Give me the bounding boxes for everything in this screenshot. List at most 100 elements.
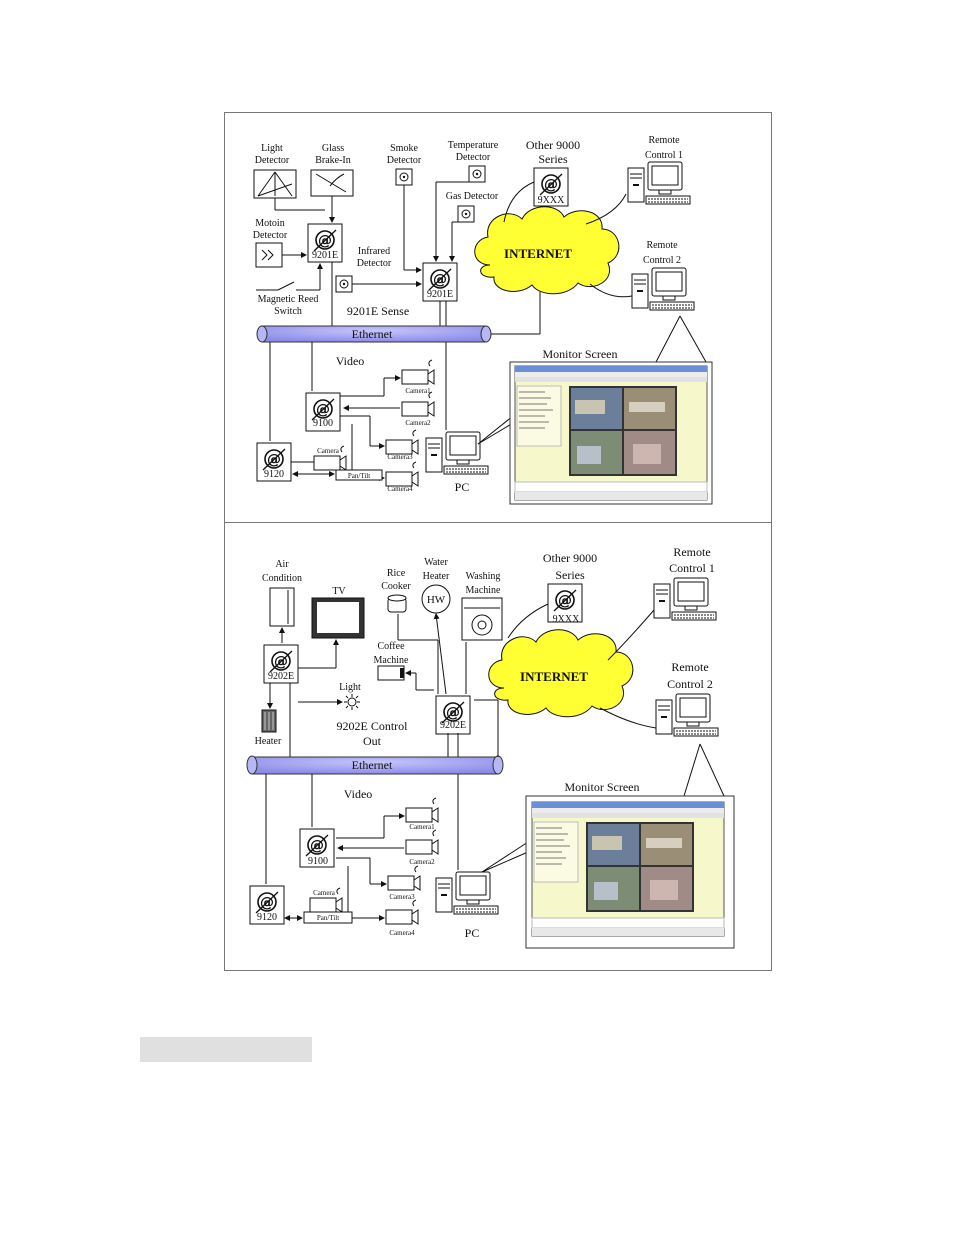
- bottom-diagram: Air Condition TV Rice Cooker Water Heate…: [246, 545, 735, 949]
- water-heater-hw-label: HW: [427, 594, 446, 606]
- svg-text:Switch: Switch: [274, 306, 302, 317]
- camera3-icon-bottom: [387, 865, 421, 891]
- heater-icon: [261, 709, 277, 733]
- ethernet-label-top: Ethernet: [352, 327, 393, 341]
- rice-cooker-icon: [387, 594, 407, 613]
- pan-tilt-label-top: Pan/Tilt: [348, 472, 370, 480]
- svg-text:Brake-In: Brake-In: [315, 155, 351, 166]
- glass-brake-in-label: Glass: [322, 143, 344, 154]
- svg-text:Control 1: Control 1: [669, 561, 715, 575]
- pc-computer-icon-bottom: [435, 871, 499, 915]
- motion-detector-icon: [255, 242, 283, 268]
- temperature-detector-icon: [468, 165, 486, 183]
- infrared-detector-icon: [335, 275, 353, 293]
- light-label: Light: [339, 682, 361, 693]
- monitor-screenshot-bottom: [531, 801, 725, 937]
- remote-control-1-computer-icon-bottom: [653, 577, 717, 621]
- tv-label: TV: [332, 586, 346, 597]
- svg-text:Detector: Detector: [456, 152, 491, 163]
- washing-machine-label: Washing: [466, 571, 501, 582]
- device-9100-label: 9100: [313, 418, 333, 429]
- svg-text:Camera4: Camera4: [387, 485, 413, 493]
- svg-text:Camera3: Camera3: [389, 893, 415, 901]
- device-9120-label: 9120: [264, 469, 284, 480]
- svg-text:Detector: Detector: [357, 258, 392, 269]
- internet-label: INTERNET: [504, 246, 572, 261]
- svg-text:Condition: Condition: [262, 573, 302, 584]
- remote-control-1-label-bottom: Remote: [673, 545, 710, 559]
- camera2-icon-top: [401, 391, 435, 417]
- pc-label-bottom: PC: [465, 926, 480, 940]
- video-label-top: Video: [336, 354, 365, 368]
- svg-text:Machine: Machine: [374, 655, 410, 666]
- video-links-bottom: [265, 774, 405, 921]
- glass-break-detector-icon: [310, 169, 354, 197]
- svg-text:Camera3: Camera3: [387, 453, 413, 461]
- pc-computer-icon-top: [425, 431, 489, 475]
- svg-text:Heater: Heater: [423, 571, 450, 582]
- camera4-icon-top: [385, 461, 419, 487]
- svg-text:Series: Series: [555, 568, 585, 582]
- light-detector-icon: [253, 169, 297, 199]
- device-9xxx-label: 9XXX: [538, 195, 565, 206]
- device-9201e-right-label: 9201E: [427, 289, 453, 300]
- gas-detector-label: Gas Detector: [446, 191, 499, 202]
- device-9xxx-label-bottom: 9XXX: [553, 614, 580, 625]
- remote-control-2-label-bottom: Remote: [671, 660, 708, 674]
- air-condition-label: Air: [275, 559, 289, 570]
- smoke-detector-icon: [395, 168, 413, 186]
- svg-text:Camera2: Camera2: [409, 858, 435, 866]
- motion-detector-label: Motoin: [255, 218, 284, 229]
- pan-tilt-base-bottom: [303, 911, 353, 924]
- pc-label-top: PC: [455, 480, 470, 494]
- magnetic-reed-label: Magnetic Reed: [258, 294, 319, 305]
- monitor-screenshot-top: [514, 365, 708, 501]
- camera2-icon-bottom: [405, 829, 439, 855]
- ethernet-bus-bottom: [246, 755, 504, 775]
- svg-text:Detector: Detector: [387, 155, 422, 166]
- coffee-machine-label: Coffee: [377, 641, 405, 652]
- svg-text:Camera2: Camera2: [405, 419, 431, 427]
- right-sensor-links: [352, 181, 477, 430]
- callout-lines-bottom: [481, 743, 725, 873]
- tv-icon: [311, 597, 365, 639]
- water-heater-icon: [421, 584, 451, 614]
- device-9120-label-bottom: 9120: [257, 912, 277, 923]
- remote-control-1-computer-icon: [627, 161, 691, 205]
- video-label-bottom: Video: [344, 787, 373, 801]
- sense-label: 9201E Sense: [347, 304, 409, 318]
- svg-text:Series: Series: [538, 152, 568, 166]
- camera-label-top: Camera: [317, 447, 340, 455]
- other-series-label-bottom: Other 9000: [543, 551, 597, 565]
- remote-control-2-computer-icon: [631, 267, 695, 311]
- rice-cooker-label: Rice: [387, 568, 406, 579]
- remote-control-1-label: Remote: [648, 135, 680, 146]
- camera-label-bottom: Camera: [313, 889, 336, 897]
- svg-text:Control 1: Control 1: [645, 150, 683, 161]
- device-9100-label-bottom: 9100: [308, 856, 328, 867]
- internet-links-bottom: [474, 603, 657, 729]
- camera1-icon-top: [401, 359, 435, 385]
- camera1-icon-bottom: [405, 797, 439, 823]
- remote-control-2-label: Remote: [646, 240, 678, 251]
- reed-switch-icon: [256, 281, 320, 291]
- device-9201e-left-label: 9201E: [312, 250, 338, 261]
- left-sensor-links: [274, 196, 335, 326]
- device-9202e-left-label: 9202E: [268, 671, 294, 682]
- svg-text:Control 2: Control 2: [667, 677, 713, 691]
- light-detector-label: Light: [261, 143, 283, 154]
- ethernet-label-bottom: Ethernet: [352, 758, 393, 772]
- internet-links: [486, 181, 633, 335]
- coffee-machine-icon: [377, 665, 405, 681]
- control-out-label: 9202E Control: [337, 719, 409, 733]
- svg-text:Detector: Detector: [253, 230, 288, 241]
- ethernet-bus-top: [256, 325, 492, 343]
- internet-label-bottom: INTERNET: [520, 669, 588, 684]
- air-conditioner-icon: [269, 587, 295, 627]
- camera3-icon-top: [385, 429, 419, 455]
- monitor-screen-label-bottom: Monitor Screen: [565, 780, 640, 794]
- appliance-links: [267, 613, 467, 870]
- water-heater-label: Water: [424, 557, 448, 568]
- svg-text:Control 2: Control 2: [643, 255, 681, 266]
